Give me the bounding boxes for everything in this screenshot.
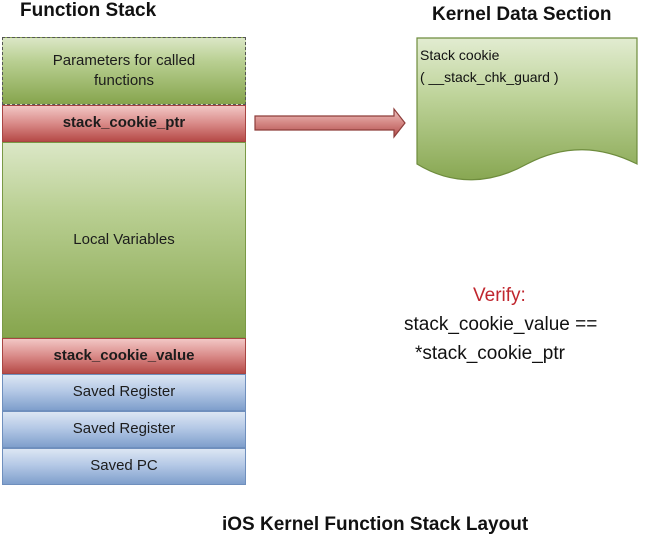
saved-pc-block: Saved PC [2, 448, 246, 485]
saved-register-block-2: Saved Register [2, 411, 246, 448]
verify-label: Verify: [473, 285, 526, 306]
saved-pc-label: Saved PC [90, 457, 158, 475]
stack-cookie-ptr-block: stack_cookie_ptr [2, 105, 246, 142]
params-label: Parameters for called functions [52, 51, 196, 89]
saved-register-label-2: Saved Register [72, 420, 176, 438]
arrow-right-icon [254, 107, 406, 139]
diagram-caption: iOS Kernel Function Stack Layout [222, 514, 529, 535]
stack-cookie-ptr-label: stack_cookie_ptr [62, 114, 186, 132]
local-variables-label: Local Variables [73, 230, 175, 248]
function-stack-heading: Function Stack [20, 0, 157, 21]
kernel-cookie-text: Stack cookie ( __stack_chk_guard ) [420, 45, 559, 88]
stack-cookie-value-label: stack_cookie_value [53, 346, 195, 364]
kernel-cookie-line-1: Stack cookie [420, 47, 500, 63]
verify-expression-line-2: *stack_cookie_ptr [415, 343, 565, 364]
kernel-cookie-line-2: ( __stack_chk_guard ) [420, 68, 559, 85]
saved-register-block-1: Saved Register [2, 374, 246, 411]
verify-expression-line-1: stack_cookie_value == [404, 314, 598, 335]
stack-cookie-value-block: stack_cookie_value [2, 338, 246, 374]
kernel-data-section-heading: Kernel Data Section [432, 4, 612, 25]
saved-register-label-1: Saved Register [72, 383, 176, 401]
kernel-document-shape [416, 37, 638, 181]
local-variables-block: Local Variables [2, 142, 246, 338]
params-block: Parameters for called functions [2, 37, 246, 105]
